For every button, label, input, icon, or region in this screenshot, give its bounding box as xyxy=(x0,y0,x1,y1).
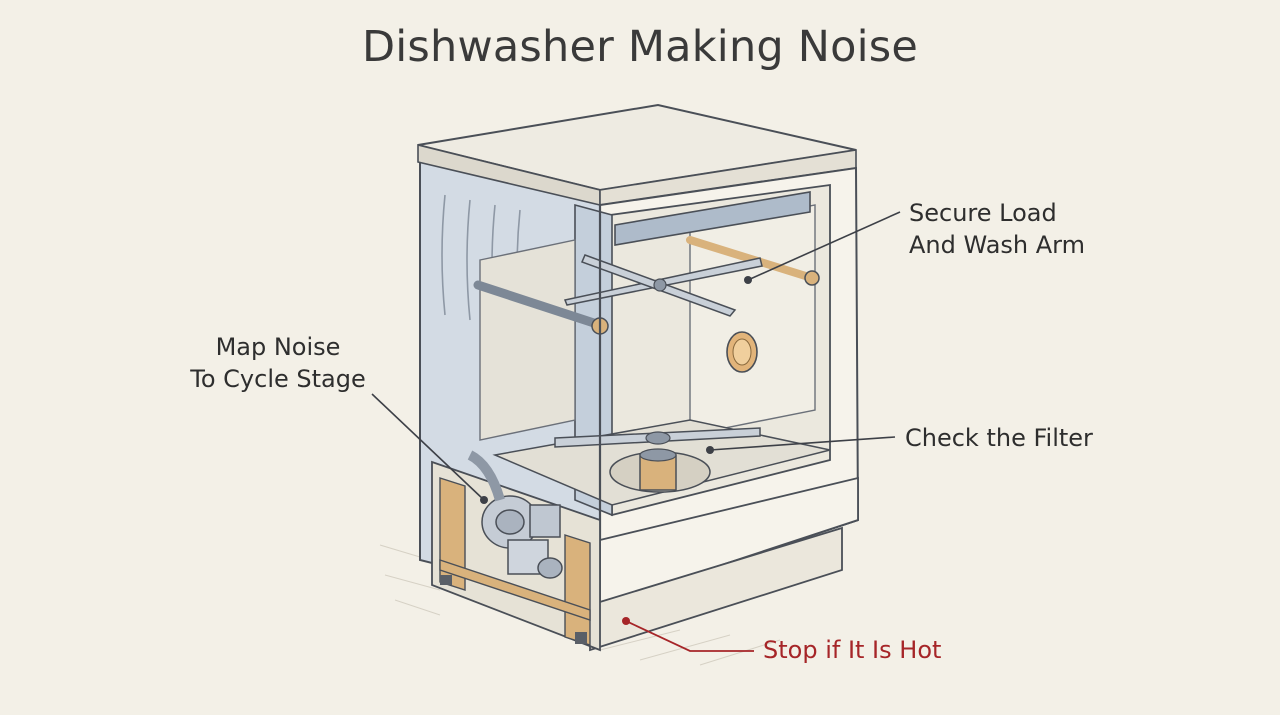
leader-filter xyxy=(709,436,896,451)
leader-cycle-stage xyxy=(371,393,485,501)
feet xyxy=(440,575,587,644)
lower-wash-arm xyxy=(554,427,761,448)
callout-filter: Check the Filter xyxy=(905,424,1093,452)
callout-leaders xyxy=(371,211,901,501)
callout-wash-arm: Secure Load And Wash Arm xyxy=(909,197,1085,261)
callout-wash-arm-line2: And Wash Arm xyxy=(909,231,1085,259)
hot-warning-leader xyxy=(622,617,754,652)
floor-shadow xyxy=(379,544,781,666)
leader-wash-arm xyxy=(747,211,901,281)
callout-cycle-stage-line1: Map Noise xyxy=(215,333,341,361)
callout-dots xyxy=(480,276,752,504)
tub-back-wall xyxy=(689,204,816,436)
diagram-title: Dishwasher Making Noise xyxy=(361,22,919,72)
top-vent-panel xyxy=(614,191,811,246)
pump-frame xyxy=(439,477,591,646)
upper-wash-arm xyxy=(563,254,763,317)
callout-cycle-stage-line2: To Cycle Stage xyxy=(190,365,366,393)
drain-pump xyxy=(467,450,563,579)
callout-wash-arm-line1: Secure Load xyxy=(909,199,1057,227)
callout-cycle-stage: Map Noise To Cycle Stage xyxy=(186,331,370,395)
callout-hot-warning: Stop if It Is Hot xyxy=(763,636,942,664)
tub-inner-left xyxy=(479,239,576,441)
